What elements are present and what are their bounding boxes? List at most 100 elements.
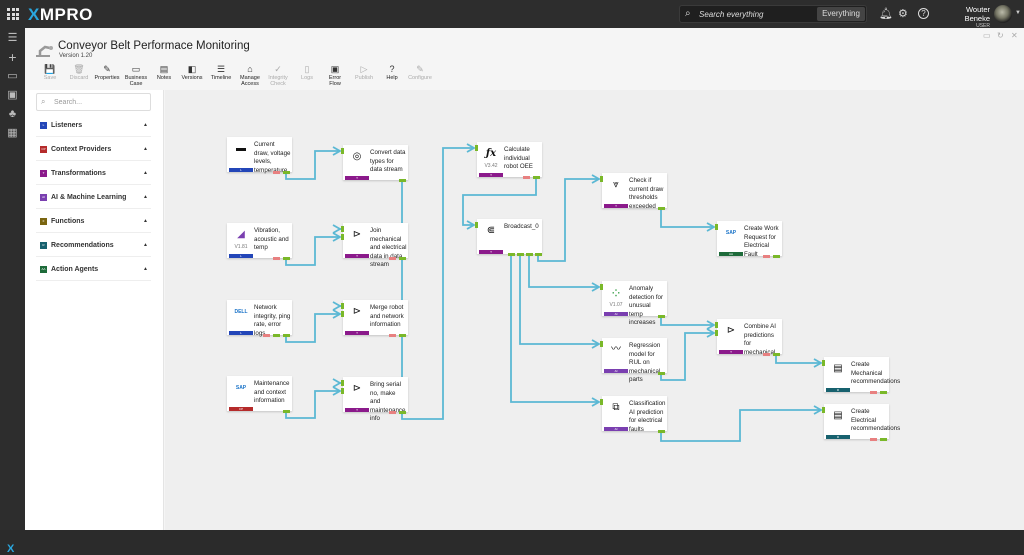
bell-icon[interactable]: 🔔︎	[879, 8, 893, 20]
connection-wire[interactable]	[519, 254, 599, 345]
error-port[interactable]	[389, 257, 396, 260]
connection-wire[interactable]	[462, 177, 537, 226]
search-input[interactable]: Search everything	[699, 10, 764, 19]
output-port[interactable]	[399, 411, 406, 414]
input-port[interactable]	[600, 341, 603, 347]
stream-node[interactable]: ⩔Check if current draw thresholds exceed…	[600, 173, 667, 210]
toolbar-versions-button[interactable]: ◧Versions	[177, 63, 207, 81]
error-port[interactable]	[870, 438, 877, 441]
chevron-up-icon[interactable]: ▲	[143, 122, 148, 128]
output-port[interactable]	[517, 253, 524, 256]
error-port[interactable]	[273, 171, 280, 174]
menu-icon[interactable]: ☰	[7, 32, 18, 44]
output-port[interactable]	[283, 410, 290, 413]
output-port[interactable]	[880, 438, 887, 441]
stream-node[interactable]: ⊳Bring serial no, make and maintenance i…	[341, 377, 408, 422]
chevron-up-icon[interactable]: ▲	[143, 266, 148, 272]
error-port[interactable]	[263, 334, 270, 337]
toolbar-help-button[interactable]: ?Help	[377, 63, 407, 81]
input-port[interactable]	[822, 360, 825, 366]
input-port[interactable]	[822, 407, 825, 413]
output-port[interactable]	[399, 179, 406, 182]
output-port[interactable]	[399, 334, 406, 337]
output-port[interactable]	[526, 253, 533, 256]
error-port[interactable]	[523, 176, 530, 179]
chevron-up-icon[interactable]: ▲	[143, 170, 148, 176]
user-menu[interactable]: Wouter Beneke USER	[940, 5, 990, 29]
input-port[interactable]	[341, 311, 344, 317]
output-port[interactable]	[658, 372, 665, 375]
chevron-up-icon[interactable]: ▲	[143, 194, 148, 200]
connection-wire[interactable]	[285, 236, 340, 266]
connection-wire[interactable]	[537, 178, 599, 262]
output-port[interactable]	[658, 315, 665, 318]
error-port[interactable]	[273, 257, 280, 260]
output-port[interactable]	[880, 391, 887, 394]
input-port[interactable]	[715, 330, 718, 336]
error-port[interactable]	[763, 353, 770, 356]
toolbar-discard-button[interactable]: 🗑Discard	[64, 63, 94, 81]
error-port[interactable]	[870, 391, 877, 394]
input-port[interactable]	[715, 322, 718, 328]
close-icon[interactable]: ✕	[1011, 31, 1018, 40]
input-port[interactable]	[341, 380, 344, 386]
connection-wire[interactable]	[660, 409, 821, 442]
dashboard-icon[interactable]: ▦	[7, 127, 18, 139]
cubes-icon[interactable]: ♣	[8, 108, 17, 120]
output-port[interactable]	[283, 171, 290, 174]
stream-canvas[interactable]: ▬Current draw, voltage levels, temperatu…	[165, 90, 1024, 530]
toolbox-search[interactable]: ⌕ Search...	[36, 93, 151, 111]
chevron-up-icon[interactable]: ▲	[143, 242, 148, 248]
error-port[interactable]	[763, 255, 770, 258]
connection-wire[interactable]	[285, 390, 340, 419]
connection-wire[interactable]	[285, 313, 340, 343]
connection-wire[interactable]	[775, 354, 821, 364]
input-port[interactable]	[341, 303, 344, 309]
error-port[interactable]	[389, 334, 396, 337]
output-port[interactable]	[283, 257, 290, 260]
connection-wire[interactable]	[401, 147, 474, 420]
output-port[interactable]	[399, 257, 406, 260]
input-port[interactable]	[475, 145, 478, 151]
input-port[interactable]	[600, 284, 603, 290]
chevron-up-icon[interactable]: ▲	[143, 146, 148, 152]
output-port[interactable]	[533, 176, 540, 179]
input-port[interactable]	[715, 224, 718, 230]
toolbar-save-button[interactable]: 💾Save	[35, 63, 65, 81]
global-search[interactable]: ⌕ Search everything Everything	[679, 5, 867, 23]
output-port[interactable]	[283, 334, 290, 337]
calendar-icon[interactable]: ▣	[7, 89, 18, 101]
briefcase-icon[interactable]: ▭	[7, 70, 18, 82]
output-port[interactable]	[508, 253, 515, 256]
output-port[interactable]	[658, 430, 665, 433]
stream-node[interactable]: 〰Regression model for RUL on mechanical …	[600, 338, 667, 383]
toolbar-logs-button[interactable]: ▯Logs	[292, 63, 322, 81]
output-port[interactable]	[273, 334, 280, 337]
input-port[interactable]	[475, 222, 478, 228]
input-port[interactable]	[341, 234, 344, 240]
stream-node[interactable]: ⧉Classification AI prediction for electr…	[600, 396, 667, 433]
output-port[interactable]	[535, 253, 542, 256]
input-port[interactable]	[600, 176, 603, 182]
output-port[interactable]	[773, 353, 780, 356]
input-port[interactable]	[341, 226, 344, 232]
connection-wire[interactable]	[660, 332, 714, 381]
